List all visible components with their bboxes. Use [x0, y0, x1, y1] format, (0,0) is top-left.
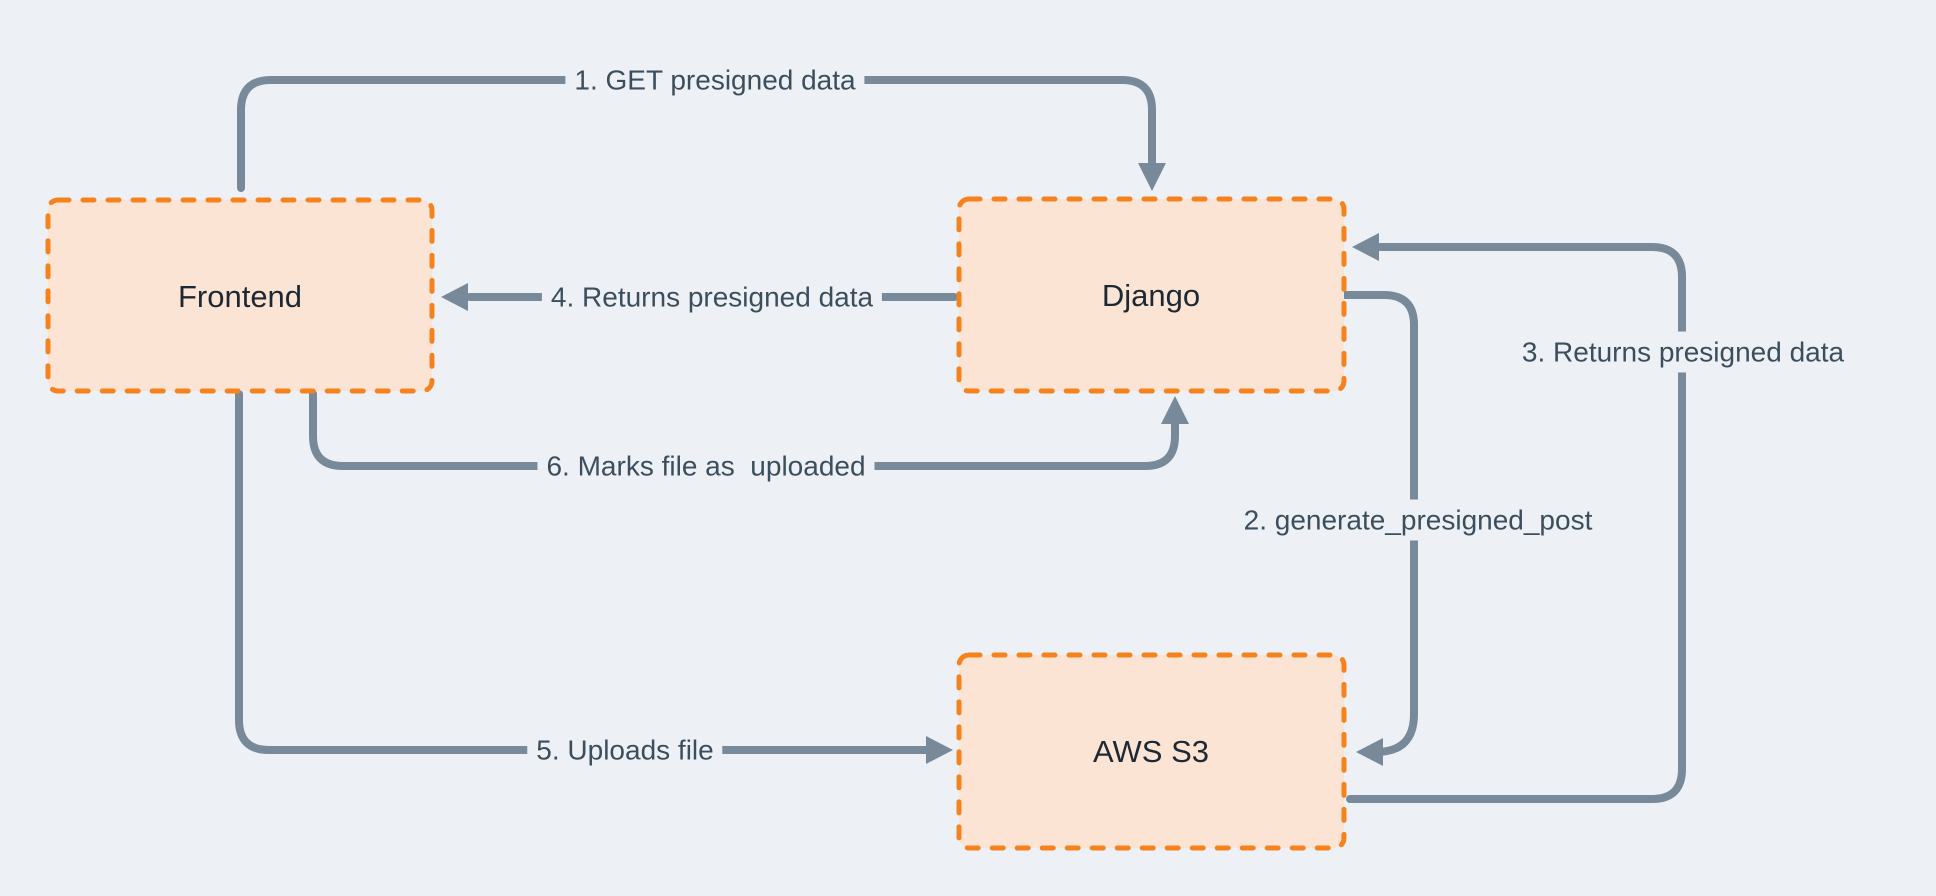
arrow-5-uploads-file: [235, 390, 932, 754]
django-box: [956, 196, 1347, 394]
arrow-3-head-left-icon: [1352, 233, 1379, 261]
aws-s3-label: AWS S3: [1093, 734, 1209, 769]
arrow-3-returns-presigned-data: [1346, 243, 1686, 803]
arrow-5-head-right-icon: [926, 736, 953, 764]
aws-s3-box: [956, 652, 1347, 851]
arrow-4-head-left-icon: [441, 283, 468, 311]
arrow-6-label: 6. Marks file as uploaded: [537, 445, 875, 487]
arrow-2-head-left-icon: [1356, 738, 1383, 766]
frontend-label: Frontend: [177, 279, 303, 314]
arrow-1-head-down-icon: [1138, 163, 1166, 191]
arrow-6-head-up-icon: [1161, 396, 1189, 424]
frontend-box: [45, 197, 435, 394]
arrow-5-label: 5. Uploads file: [527, 729, 723, 771]
arrow-2-label: 2. generate_presigned_post: [1234, 499, 1602, 541]
arrow-4-label: 4. Returns presigned data: [541, 276, 883, 318]
django-label: Django: [1101, 278, 1201, 313]
arrow-1-label: 1. GET presigned data: [565, 59, 865, 101]
arrow-3-label: 3. Returns presigned data: [1512, 331, 1854, 373]
